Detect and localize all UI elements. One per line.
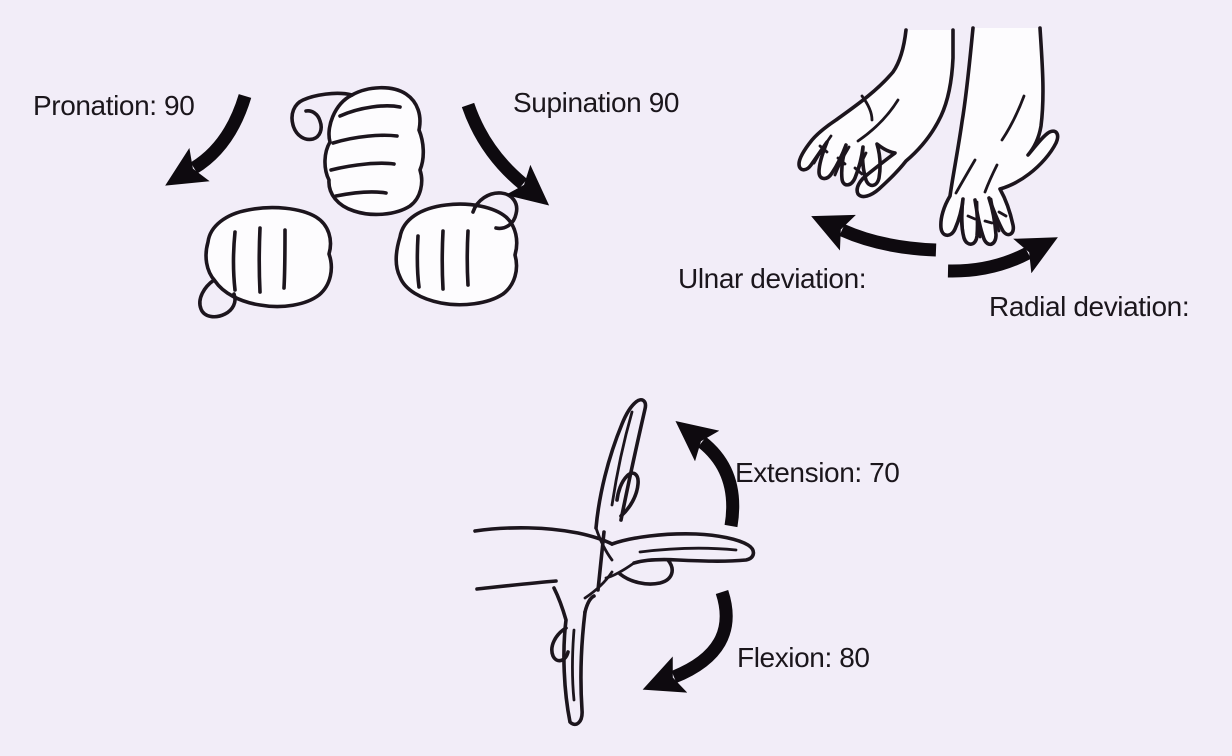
- supination-label: Supination 90: [513, 87, 680, 118]
- extension-label: Extension: 70: [735, 457, 900, 488]
- radial-deviation-label: Radial deviation:: [989, 291, 1190, 322]
- ulnar-deviation-label: Ulnar deviation:: [678, 263, 867, 294]
- supination-arrow-icon: [461, 102, 550, 206]
- pronation-label: Pronation: 90: [33, 90, 195, 121]
- hanging-palms-sketch-icon: [797, 26, 1060, 247]
- extension-arrow-icon: [675, 421, 740, 528]
- flexion-label: Flexion: 80: [737, 642, 870, 673]
- radial-deviation-arrow-icon: [947, 237, 1058, 278]
- three-fists-sketch-icon: [198, 85, 519, 319]
- ulnar-deviation-arrow-icon: [811, 214, 937, 257]
- pronation-arrow-icon: [165, 94, 252, 186]
- flexion-arrow-icon: [642, 589, 733, 693]
- flexion-extension-sketch-icon: [473, 398, 756, 727]
